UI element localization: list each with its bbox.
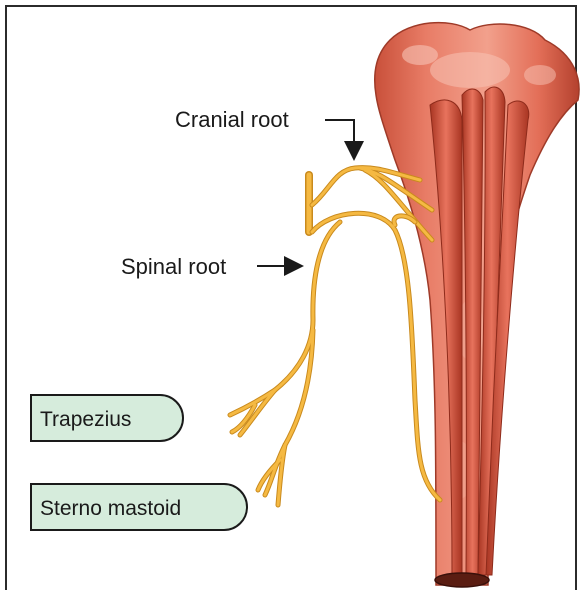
cord-base-opening [435,573,489,587]
spinal-root-label: Spinal root [121,254,226,279]
trapezius-pill: Trapezius [31,395,183,441]
accessory-nerve [230,168,440,505]
sternomastoid-label: Sterno mastoid [40,497,181,520]
trapezius-label: Trapezius [40,408,131,431]
sternomastoid-pill: Sterno mastoid [31,484,247,530]
cranial-root-arrow [325,120,354,157]
cranial-root-label-group: Cranial root [175,107,354,157]
spinal-root-label-group: Spinal root [121,254,300,279]
cranial-root-label: Cranial root [175,107,289,132]
